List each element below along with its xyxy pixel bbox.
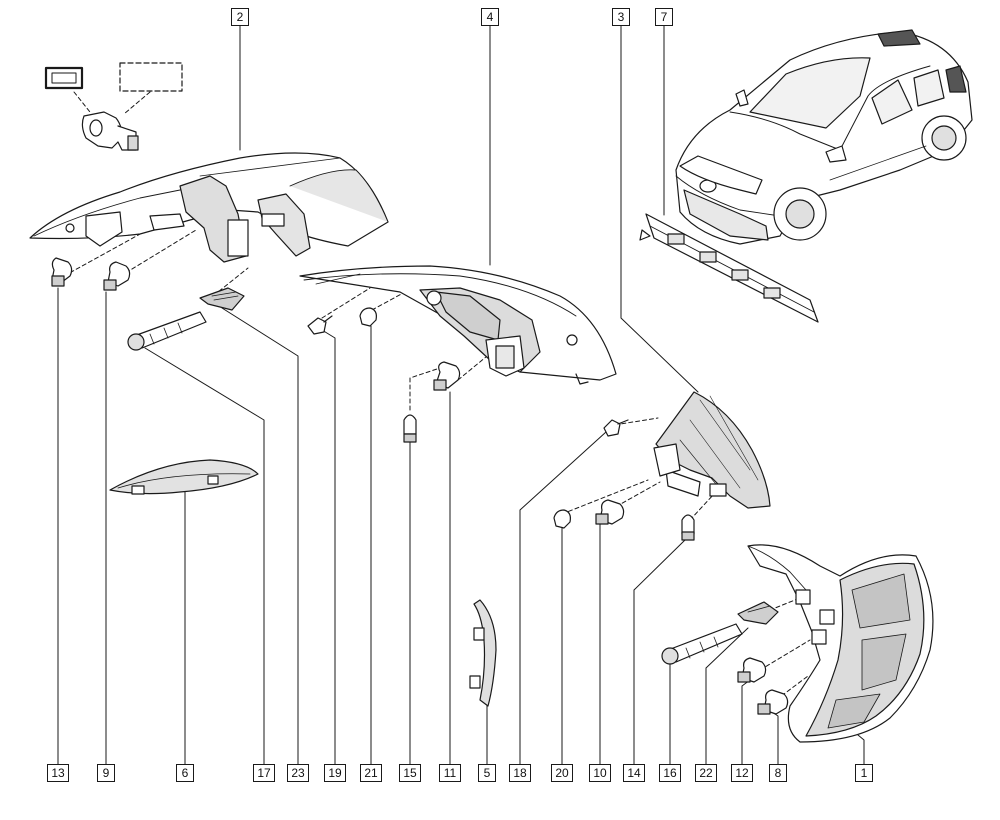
callout-bottom-0[interactable]: 13 bbox=[47, 764, 69, 782]
bulb-symbol-dashed bbox=[119, 62, 183, 92]
screw-18 bbox=[603, 419, 629, 437]
callout-bottom-2[interactable]: 6 bbox=[176, 764, 194, 782]
leader-lines bbox=[57, 25, 865, 766]
bolt-17 bbox=[127, 311, 207, 351]
callout-bottom-1[interactable]: 9 bbox=[97, 764, 115, 782]
bulb-10 bbox=[595, 499, 625, 525]
car-illustration bbox=[675, 29, 973, 245]
callout-bottom-3[interactable]: 17 bbox=[253, 764, 275, 782]
bolt-16 bbox=[661, 623, 743, 665]
clip-22 bbox=[737, 601, 779, 625]
bulb-8 bbox=[757, 689, 789, 715]
bulb-12 bbox=[737, 657, 767, 683]
callout-top-2[interactable]: 3 bbox=[612, 8, 630, 26]
bulb-15 bbox=[403, 414, 417, 443]
grommet-21 bbox=[359, 307, 377, 327]
callout-bottom-14[interactable]: 16 bbox=[659, 764, 681, 782]
callout-bottom-8[interactable]: 11 bbox=[439, 764, 461, 782]
rear-lamp-housing-2 bbox=[29, 152, 389, 263]
callout-bottom-15[interactable]: 22 bbox=[695, 764, 717, 782]
callout-bottom-16[interactable]: 12 bbox=[731, 764, 753, 782]
callout-bottom-17[interactable]: 8 bbox=[769, 764, 787, 782]
front-lamp-1 bbox=[747, 544, 934, 743]
callout-bottom-7[interactable]: 15 bbox=[399, 764, 421, 782]
bulb-type-symbols bbox=[44, 62, 183, 92]
clip-23 bbox=[199, 287, 245, 311]
callout-top-3[interactable]: 7 bbox=[655, 8, 673, 26]
bulb-closeup bbox=[81, 111, 139, 151]
callout-bottom-5[interactable]: 19 bbox=[324, 764, 346, 782]
callout-bottom-13[interactable]: 14 bbox=[623, 764, 645, 782]
grommet-20 bbox=[553, 509, 571, 529]
callout-bottom-18[interactable]: 1 bbox=[855, 764, 873, 782]
callout-bottom-4[interactable]: 23 bbox=[287, 764, 309, 782]
callout-bottom-6[interactable]: 21 bbox=[360, 764, 382, 782]
bulb-11 bbox=[433, 361, 461, 391]
bumper-light-strip-7 bbox=[639, 213, 819, 323]
callout-top-0[interactable]: 2 bbox=[231, 8, 249, 26]
callout-bottom-9[interactable]: 5 bbox=[478, 764, 496, 782]
reflector-6 bbox=[109, 459, 259, 495]
screw-19 bbox=[307, 315, 333, 335]
reflector-5 bbox=[469, 599, 497, 707]
bulb-13 bbox=[51, 257, 73, 287]
corner-lamp-3 bbox=[653, 391, 771, 509]
callout-bottom-12[interactable]: 10 bbox=[589, 764, 611, 782]
callout-bottom-11[interactable]: 20 bbox=[551, 764, 573, 782]
bulb-9 bbox=[103, 261, 131, 291]
callout-top-1[interactable]: 4 bbox=[481, 8, 499, 26]
bulb-14 bbox=[681, 514, 695, 541]
rear-lamp-4 bbox=[299, 265, 617, 385]
callout-bottom-10[interactable]: 18 bbox=[509, 764, 531, 782]
